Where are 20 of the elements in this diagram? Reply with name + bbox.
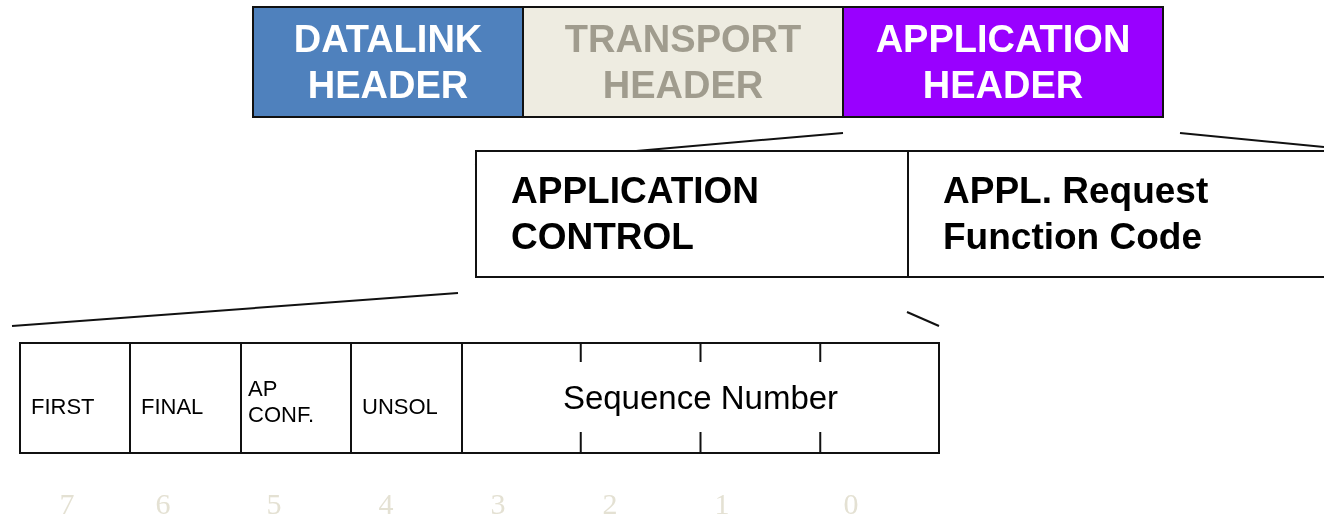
bit-cell [19, 342, 131, 454]
sequence-field [461, 342, 940, 454]
bit-cell [129, 342, 242, 454]
field-label: UNSOL [362, 394, 438, 420]
field-label: FINAL [141, 394, 204, 420]
field-block [907, 150, 1324, 278]
transport-header [522, 6, 844, 118]
field-label: AP CONF. [248, 376, 315, 428]
field-label: APPLICATION CONTROL [511, 169, 761, 259]
bit-cell [240, 342, 352, 454]
field-label: DATALINK HEADER [292, 17, 484, 108]
field-label: APPLICATION HEADER [874, 17, 1132, 108]
datalink-header [252, 6, 524, 118]
bit-cell [350, 342, 463, 454]
field-label: FIRST [31, 394, 95, 420]
application-header [842, 6, 1164, 118]
field-label: TRANSPORT HEADER [563, 17, 803, 108]
field-label: Sequence Number [562, 379, 839, 417]
field-block [475, 150, 909, 278]
field-label: APPL. Request Function Code [943, 169, 1210, 259]
